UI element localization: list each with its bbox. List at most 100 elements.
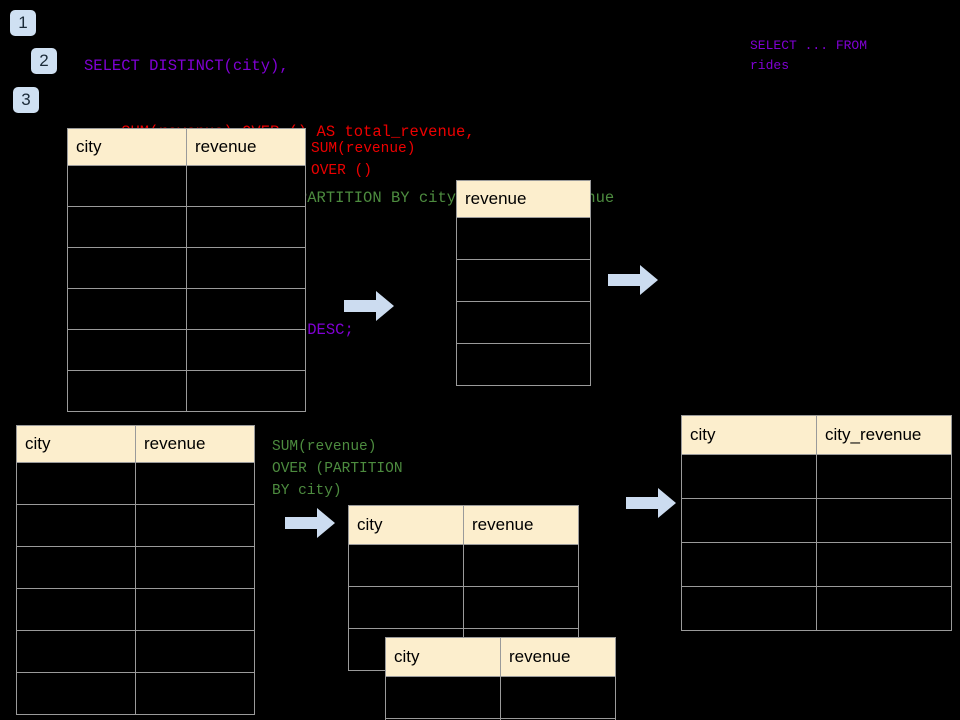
cell-revenue bbox=[463, 586, 579, 629]
cell-revenue bbox=[135, 504, 255, 547]
step-badge-3[interactable]: 3 bbox=[13, 87, 39, 113]
table-row bbox=[456, 217, 591, 260]
annotation-sum-over-partition: SUM(revenue) OVER (PARTITION BY city) bbox=[272, 439, 403, 499]
table-row bbox=[67, 329, 306, 371]
cell-city-revenue bbox=[816, 542, 952, 587]
partition-group-table-front: city revenue bbox=[385, 637, 616, 720]
cell-city bbox=[67, 288, 187, 330]
cell-revenue bbox=[186, 206, 306, 248]
cell-revenue bbox=[463, 544, 579, 587]
cell-city-revenue bbox=[816, 498, 952, 543]
cell-revenue bbox=[135, 672, 255, 715]
cell-city bbox=[348, 586, 464, 629]
table-row bbox=[348, 544, 579, 587]
column-header-revenue: revenue bbox=[456, 180, 591, 218]
cell-city-revenue bbox=[816, 586, 952, 631]
result-table: city city_revenue bbox=[681, 415, 952, 631]
table-row bbox=[67, 165, 306, 207]
column-header-city: city bbox=[348, 505, 464, 545]
table-row bbox=[16, 588, 255, 631]
column-header-revenue: revenue bbox=[500, 637, 616, 677]
column-header-revenue: revenue bbox=[186, 128, 306, 166]
cell-city bbox=[385, 676, 501, 719]
table-row bbox=[681, 498, 952, 543]
table-row bbox=[16, 462, 255, 505]
column-header-city-revenue: city_revenue bbox=[816, 415, 952, 455]
table-row bbox=[16, 546, 255, 589]
cell-revenue bbox=[135, 546, 255, 589]
column-header-city: city bbox=[67, 128, 187, 166]
cell-revenue bbox=[135, 462, 255, 505]
cell-revenue bbox=[456, 259, 591, 302]
cell-city bbox=[16, 546, 136, 589]
cell-revenue bbox=[500, 676, 616, 719]
table-row bbox=[16, 504, 255, 547]
cell-revenue bbox=[186, 247, 306, 289]
cell-revenue bbox=[186, 165, 306, 207]
cell-city bbox=[16, 588, 136, 631]
cell-city bbox=[16, 672, 136, 715]
cell-revenue bbox=[186, 370, 306, 412]
table-row bbox=[348, 586, 579, 629]
table-header-row: city revenue bbox=[385, 637, 616, 677]
table-row bbox=[456, 259, 591, 302]
column-header-revenue: revenue bbox=[135, 425, 255, 463]
table-row bbox=[67, 288, 306, 330]
cell-city bbox=[67, 165, 187, 207]
column-header-city: city bbox=[16, 425, 136, 463]
partition-group-table-back: city revenue bbox=[348, 505, 579, 671]
cell-city bbox=[16, 630, 136, 673]
arrow-right-icon bbox=[344, 291, 394, 321]
cell-city bbox=[681, 454, 817, 499]
sql-line-1: SELECT DISTINCT(city), bbox=[84, 57, 289, 75]
column-header-revenue: revenue bbox=[463, 505, 579, 545]
column-header-city: city bbox=[385, 637, 501, 677]
cell-city bbox=[16, 504, 136, 547]
table-row bbox=[16, 630, 255, 673]
cell-city bbox=[67, 206, 187, 248]
table-row bbox=[681, 586, 952, 631]
cell-revenue bbox=[500, 718, 616, 720]
table-row bbox=[67, 206, 306, 248]
cell-city bbox=[681, 498, 817, 543]
table-row bbox=[681, 542, 952, 587]
step-badge-1[interactable]: 1 bbox=[10, 10, 36, 36]
table-header-row: city revenue bbox=[348, 505, 579, 545]
cell-revenue bbox=[456, 343, 591, 386]
rides-source-table-partition: city revenue bbox=[16, 425, 255, 715]
cell-revenue bbox=[186, 288, 306, 330]
table-header-row: city revenue bbox=[16, 425, 255, 463]
cell-revenue bbox=[456, 301, 591, 344]
cell-city bbox=[16, 462, 136, 505]
cell-revenue bbox=[186, 329, 306, 371]
annotation-sum-over-empty: SUM(revenue) OVER () bbox=[311, 141, 416, 179]
cell-city bbox=[348, 544, 464, 587]
arrow-right-icon bbox=[626, 488, 676, 518]
cell-city bbox=[67, 247, 187, 289]
table-row bbox=[681, 454, 952, 499]
arrow-right-icon bbox=[608, 265, 658, 295]
total-revenue-table: revenue bbox=[456, 180, 591, 386]
cell-city-revenue bbox=[816, 454, 952, 499]
cell-revenue bbox=[135, 630, 255, 673]
table-row bbox=[456, 343, 591, 386]
cell-city bbox=[67, 329, 187, 371]
table-row bbox=[385, 718, 616, 720]
table-row bbox=[16, 672, 255, 715]
table-row bbox=[456, 301, 591, 344]
cell-city bbox=[681, 586, 817, 631]
column-header-city: city bbox=[681, 415, 817, 455]
table-header-row: city city_revenue bbox=[681, 415, 952, 455]
cell-revenue bbox=[456, 217, 591, 260]
cell-city bbox=[67, 370, 187, 412]
table-header-row: revenue bbox=[456, 180, 591, 218]
table-row bbox=[67, 370, 306, 412]
annotation-select-from-rides: SELECT ... FROM rides bbox=[750, 38, 868, 73]
arrow-right-icon bbox=[285, 508, 335, 538]
step-badge-2[interactable]: 2 bbox=[31, 48, 57, 74]
table-row bbox=[385, 676, 616, 719]
cell-city bbox=[681, 542, 817, 587]
table-row bbox=[67, 247, 306, 289]
table-header-row: city revenue bbox=[67, 128, 306, 166]
